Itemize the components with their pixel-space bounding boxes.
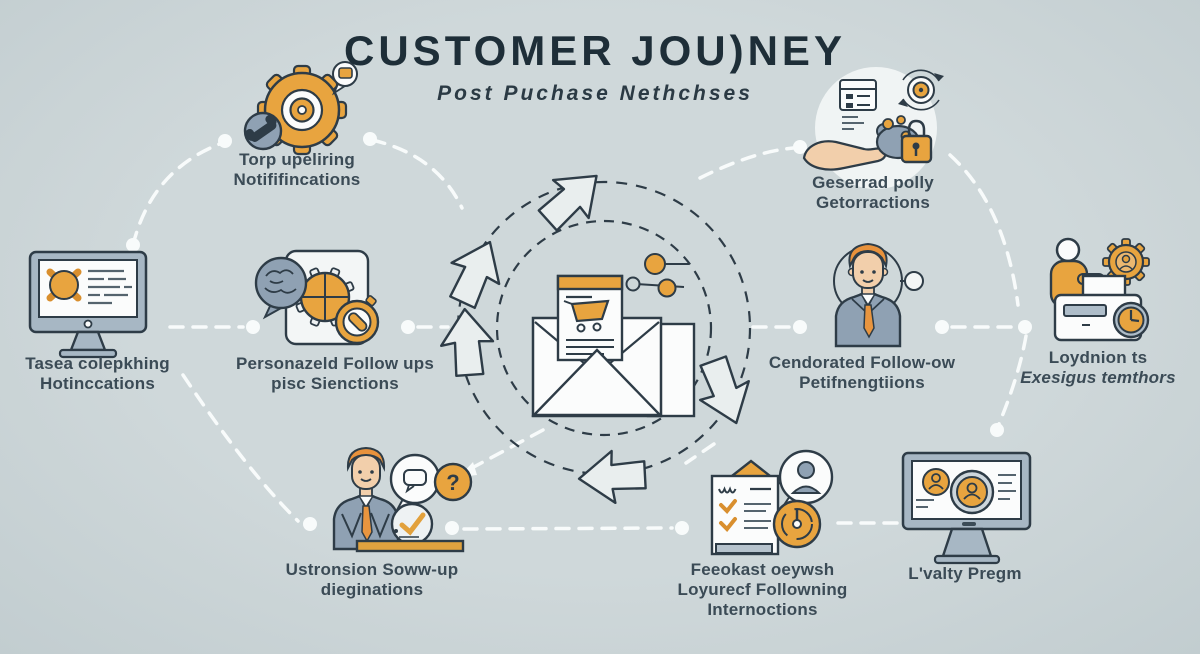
stopwatch-icon xyxy=(334,295,380,345)
label-line: Internoctions xyxy=(707,600,818,619)
label-line: Feeokast oeywsh xyxy=(690,560,835,579)
label-line: Getorractions xyxy=(815,193,931,212)
share-dot-icon xyxy=(644,253,666,275)
svg-text:?: ? xyxy=(446,470,459,495)
cycle-arrows xyxy=(440,174,750,505)
phone-icon xyxy=(243,111,283,151)
personalization-card-icon xyxy=(254,249,380,346)
gear-phone-icon xyxy=(243,61,358,156)
label-line: Geserrad polly xyxy=(812,173,934,192)
person-bubble-icon xyxy=(778,449,834,511)
node-label-mid-left: Personazeld Follow ups pisc Sienctions xyxy=(230,354,440,394)
connector-lines xyxy=(131,138,1028,531)
node-label-bottom-left: Ustronsion Soww-up dieginations xyxy=(272,560,472,600)
email-cart-cycle-icon xyxy=(531,253,696,418)
browser-card-icon xyxy=(839,79,877,111)
feedback-checklist-icon xyxy=(710,449,834,556)
page-title: CUSTOMER JOU)NEY xyxy=(344,27,846,74)
label-line: L'valty Pregm xyxy=(908,564,1022,583)
label-line: Cendorated Follow-ow xyxy=(768,353,956,372)
clock-icon xyxy=(1112,301,1150,339)
thought-bubble-icon xyxy=(254,256,308,320)
label-line: Notififincations xyxy=(233,170,361,189)
badge-icon xyxy=(46,268,82,302)
label-line: Exesigus temthors xyxy=(1020,368,1176,387)
label-line: pisc Sienctions xyxy=(271,374,399,393)
label-line: Personazeld Follow ups xyxy=(235,354,435,373)
node-label-top-right: Geserrad polly Getorractions xyxy=(775,173,971,213)
customer-person-icon xyxy=(833,242,924,348)
monitor-alerts-icon xyxy=(28,250,148,359)
support-agent-icon: ? xyxy=(332,446,473,553)
podium xyxy=(355,539,465,553)
loyalty-program-monitor-icon xyxy=(901,451,1032,565)
avatar-small-icon xyxy=(922,468,950,496)
connector-dots xyxy=(126,132,1032,535)
label-line: Loyurecf Followning xyxy=(677,580,848,599)
gauge-icon xyxy=(772,499,822,549)
label-line: dieginations xyxy=(320,580,424,599)
node-label-right: Cendorated Follow-ow Petifnengtiions xyxy=(762,353,962,393)
node-label-far-right: Loydnion ts Exesigus temthors xyxy=(1000,348,1196,388)
label-line: Petifnengtiions xyxy=(799,373,925,392)
hand-savings-icon xyxy=(802,67,944,189)
chat-pin-icon xyxy=(331,61,358,96)
avatar-large-icon xyxy=(949,469,995,515)
loyalty-member-icon xyxy=(1049,237,1150,342)
node-label-left: Tasea colepkhing Hotinccations xyxy=(5,354,190,394)
label-line: Hotinccations xyxy=(39,374,155,393)
coin-target-icon xyxy=(898,69,944,111)
check-circle-icon xyxy=(390,502,434,546)
label-line: Ustronsion Soww-up xyxy=(285,560,459,579)
target-gear-icon xyxy=(295,267,355,327)
node-label-bottom-center: Feeokast oeywsh Loyurecf Followning Inte… xyxy=(655,560,870,620)
page-subtitle: Post Puchase Nethchses xyxy=(437,82,753,105)
label-line: Loydnion ts xyxy=(1048,348,1148,367)
receipt-cart-icon xyxy=(556,274,624,362)
node-label-top-left: Torp upeliring Notififincations xyxy=(197,150,397,190)
label-line: Torp upeliring xyxy=(239,150,355,169)
label-line: Tasea colepkhing xyxy=(25,354,170,373)
node-label-bottom-right: L'valty Pregm xyxy=(865,564,1065,584)
question-circle-icon: ? xyxy=(433,462,473,502)
padlock-icon xyxy=(900,119,933,164)
